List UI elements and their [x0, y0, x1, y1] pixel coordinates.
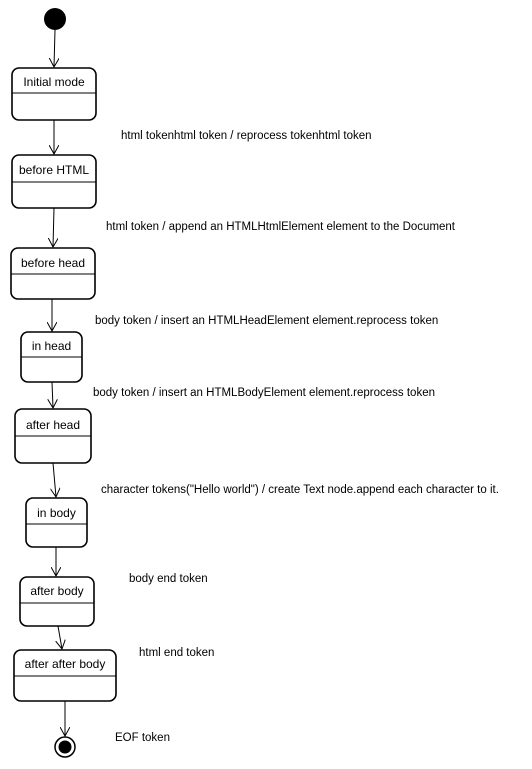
transition-label: body token / insert an HTMLBodyElement e…: [93, 387, 435, 399]
transition-arrow-5: [53, 462, 56, 497]
state-label: after after body: [25, 657, 106, 671]
end-node: [54, 736, 76, 758]
state-in-head: in head: [20, 331, 83, 383]
transition-label: html token / append an HTMLHtmlElement e…: [106, 221, 456, 233]
state-before-head: before head: [10, 247, 96, 300]
state-label: before HTML: [19, 163, 89, 177]
transition-label: body end token: [129, 573, 208, 585]
state-after-head: after head: [14, 408, 92, 464]
state-before-html: before HTML: [11, 154, 97, 209]
transition-label: html end token: [139, 647, 214, 659]
transition-label: character tokens("Hello world") / create…: [101, 484, 499, 496]
transition-label: html tokenhtml token / reprocess tokenht…: [121, 130, 372, 142]
transition-arrow-4: [52, 381, 53, 408]
state-after-body: after body: [19, 576, 95, 627]
state-label: in body: [37, 506, 76, 520]
transition-arrow-7: [58, 625, 62, 649]
state-initial-mode: Initial mode: [11, 67, 97, 121]
state-in-body: in body: [25, 497, 88, 548]
transition-arrow-2: [53, 207, 54, 247]
start-node: [44, 8, 66, 30]
state-label: in head: [32, 339, 71, 353]
state-label: Initial mode: [23, 75, 85, 89]
state-label: before head: [21, 256, 85, 270]
state-label: after head: [26, 418, 80, 432]
transition-label: EOF token: [115, 732, 170, 744]
state-label: after body: [30, 584, 83, 598]
state-after-after-body: after after body: [13, 649, 117, 702]
transition-arrow-start: [54, 29, 55, 67]
transition-label: body token / insert an HTMLHeadElement e…: [95, 315, 438, 327]
